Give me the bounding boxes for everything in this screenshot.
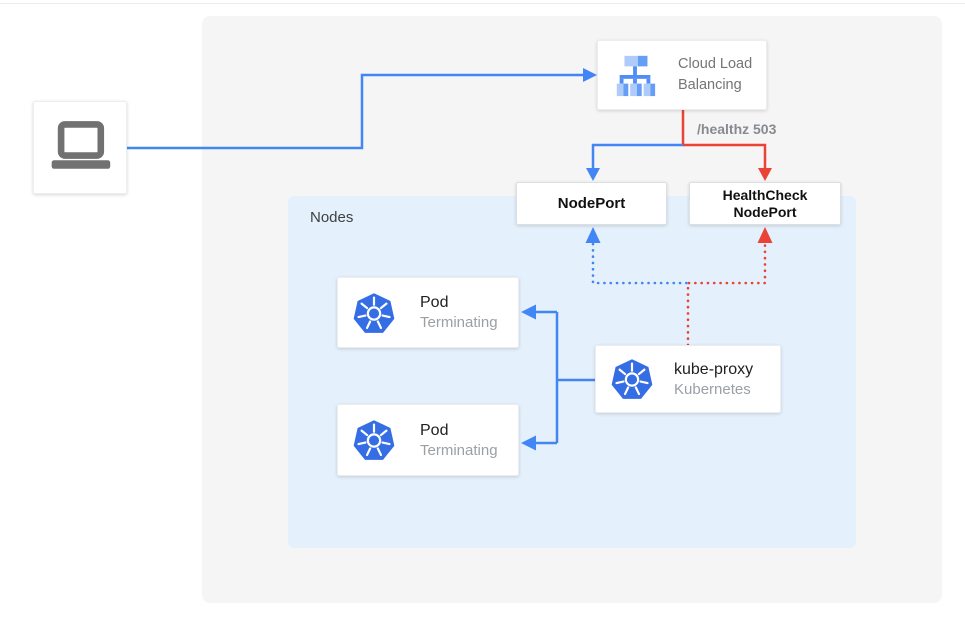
- healthcheck-nodeport-node: HealthCheck NodePort: [689, 182, 841, 225]
- cloud-load-balancing-label: Cloud Load Balancing: [678, 56, 753, 93]
- kubernetes-icon: [610, 357, 654, 401]
- pod2-status: Terminating: [420, 441, 498, 459]
- cloud-load-balancing-node: Cloud Load Balancing: [597, 40, 767, 110]
- kubernetes-icon: [352, 418, 396, 462]
- pod1-status: Terminating: [420, 314, 498, 331]
- nodeport-node: NodePort: [516, 182, 667, 225]
- load-balancer-icon: [612, 52, 658, 98]
- laptop-icon: [51, 120, 111, 169]
- pod-node-2: Pod Terminating: [337, 404, 519, 476]
- pod1-title: Pod: [420, 294, 449, 311]
- pod-node-1: Pod Terminating: [337, 277, 519, 348]
- nodes-group-label: Nodes: [310, 209, 354, 226]
- kubernetes-icon: [352, 291, 396, 335]
- client-node: [33, 101, 127, 194]
- kube-proxy-node: kube-proxy Kubernetes: [595, 345, 781, 413]
- nodeport-label: NodePort: [557, 195, 626, 212]
- pod2-title: Pod: [420, 421, 449, 439]
- healthz-503-label: /healthz 503: [697, 121, 777, 137]
- kube-proxy-title: kube-proxy: [674, 360, 754, 378]
- top-divider: [0, 3, 965, 4]
- healthcheck-nodeport-label: HealthCheck NodePort: [722, 186, 808, 220]
- kube-proxy-subtitle: Kubernetes: [674, 380, 751, 398]
